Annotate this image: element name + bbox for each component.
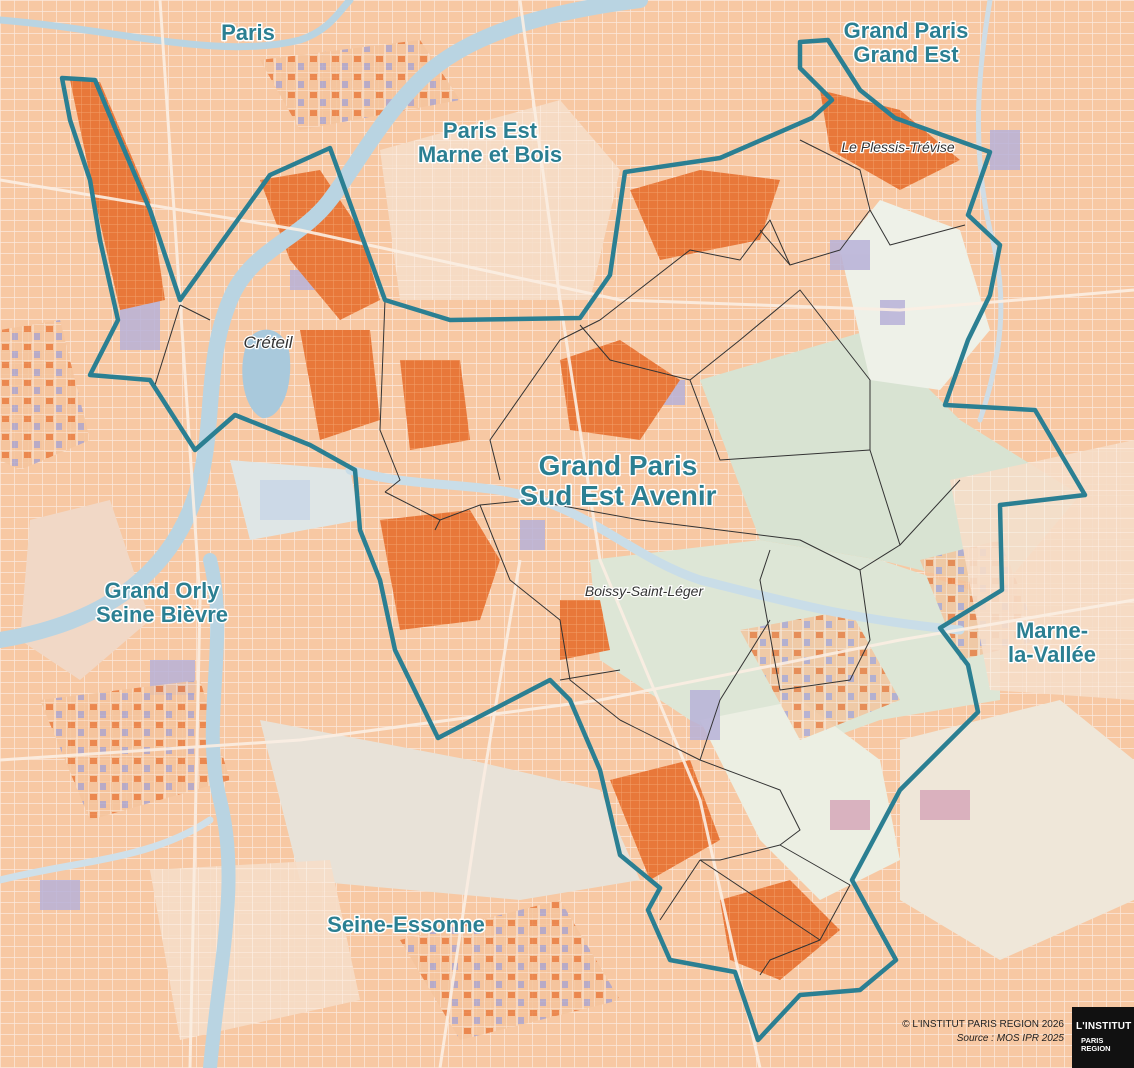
label-line: Grand Paris <box>844 18 969 43</box>
label-line: Boissy-Saint-Léger <box>585 583 705 599</box>
territory-label-paris: Paris <box>221 20 275 45</box>
label-line: Paris Est <box>443 118 538 143</box>
label-line: Sud Est Avenir <box>519 480 716 511</box>
territory-label-marne-la-vallee: Marne-la-Vallée <box>1008 618 1096 667</box>
label-line: Seine Bièvre <box>96 602 228 627</box>
label-line: Le Plessis-Trévise <box>841 139 955 155</box>
logo-line: PARIS <box>1081 1036 1104 1045</box>
town-label-le-plessis-trevise: Le Plessis-Trévise <box>841 139 955 155</box>
lake <box>242 329 291 419</box>
green-areas <box>20 200 1134 960</box>
label-line: Marne- <box>1016 618 1088 643</box>
logo-line: REGION <box>1081 1043 1111 1053</box>
dense-housing <box>70 80 960 980</box>
town-labels: Créteil Le Plessis-Trévise Boissy-Saint-… <box>242 138 956 601</box>
label-line: Marne et Bois <box>418 142 562 167</box>
label-line: Paris <box>221 20 275 45</box>
label-line: Grand Est <box>853 42 959 67</box>
label-line: la-Vallée <box>1008 642 1096 667</box>
commune-boundaries <box>154 139 966 976</box>
label-line: Grand Orly <box>105 578 221 603</box>
map-credit: © L'INSTITUT PARIS REGION 2026 Source : … <box>902 1018 1064 1045</box>
label-line: Créteil <box>243 333 293 352</box>
territory-boundary <box>59 37 1088 1043</box>
town-label-creteil: Créteil <box>243 333 293 352</box>
logo-line-1: L'INSTITUT <box>1076 1021 1132 1032</box>
label-line: Seine-Essonne <box>327 912 485 937</box>
copyright-text: © L'INSTITUT PARIS REGION 2026 <box>902 1019 1064 1030</box>
light-fabric <box>150 100 1134 1040</box>
rivers <box>0 0 1004 1068</box>
label-line: Grand Paris <box>539 450 698 481</box>
source-text: Source : MOS IPR 2025 <box>956 1032 1064 1044</box>
territory-label-seine-essonne: Seine-Essonne <box>327 912 485 937</box>
town-label-boissy-saint-leger: Boissy-Saint-Léger <box>585 583 705 599</box>
